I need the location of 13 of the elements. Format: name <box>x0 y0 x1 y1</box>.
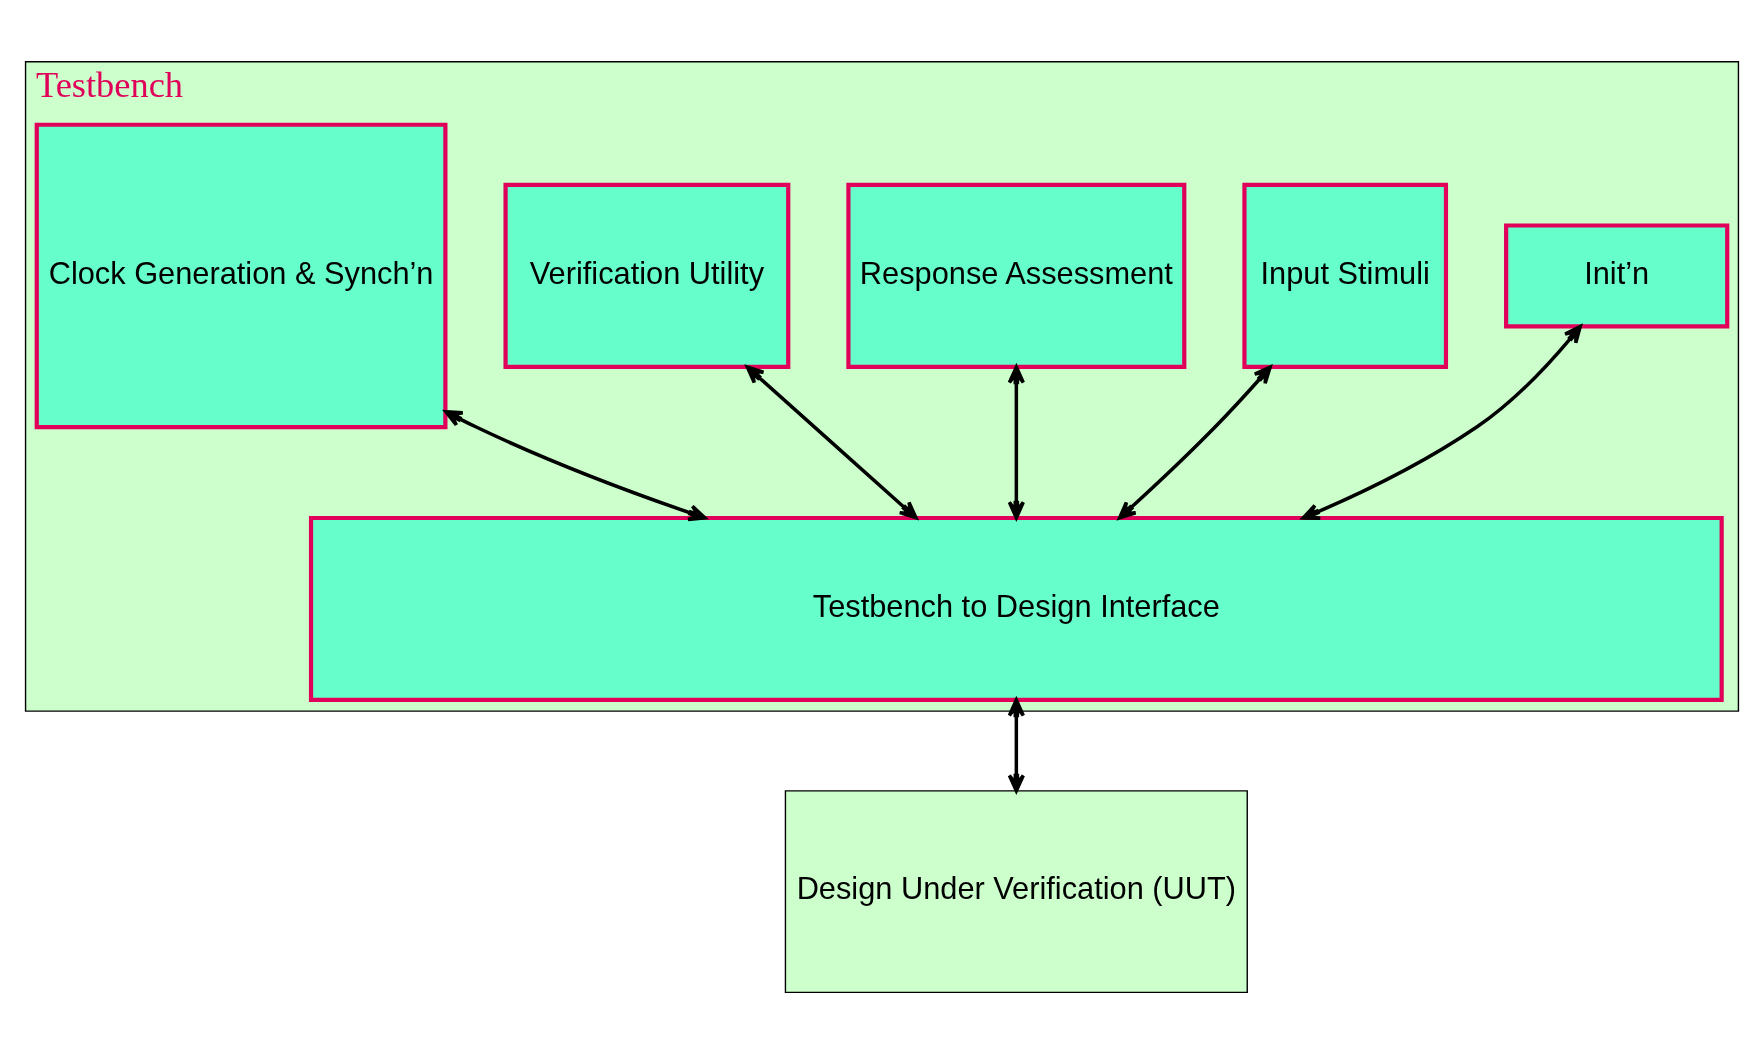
arrow <box>444 410 707 522</box>
arrow <box>1301 324 1582 521</box>
arrow <box>1117 365 1272 520</box>
arrow <box>745 365 918 520</box>
node-box: Verification Utility <box>503 182 791 369</box>
arrow <box>1007 365 1025 520</box>
node-box: Init’n <box>1504 223 1730 329</box>
node-box: Testbench to Design Interface <box>308 515 1724 703</box>
node-box: Input Stimuli <box>1242 182 1449 369</box>
node-box: Clock Generation & Synch’n <box>34 122 448 430</box>
node-box: Design Under Verification (UUT) <box>784 790 1248 994</box>
node-box: Response Assessment <box>846 182 1187 369</box>
arrow <box>1007 698 1025 793</box>
